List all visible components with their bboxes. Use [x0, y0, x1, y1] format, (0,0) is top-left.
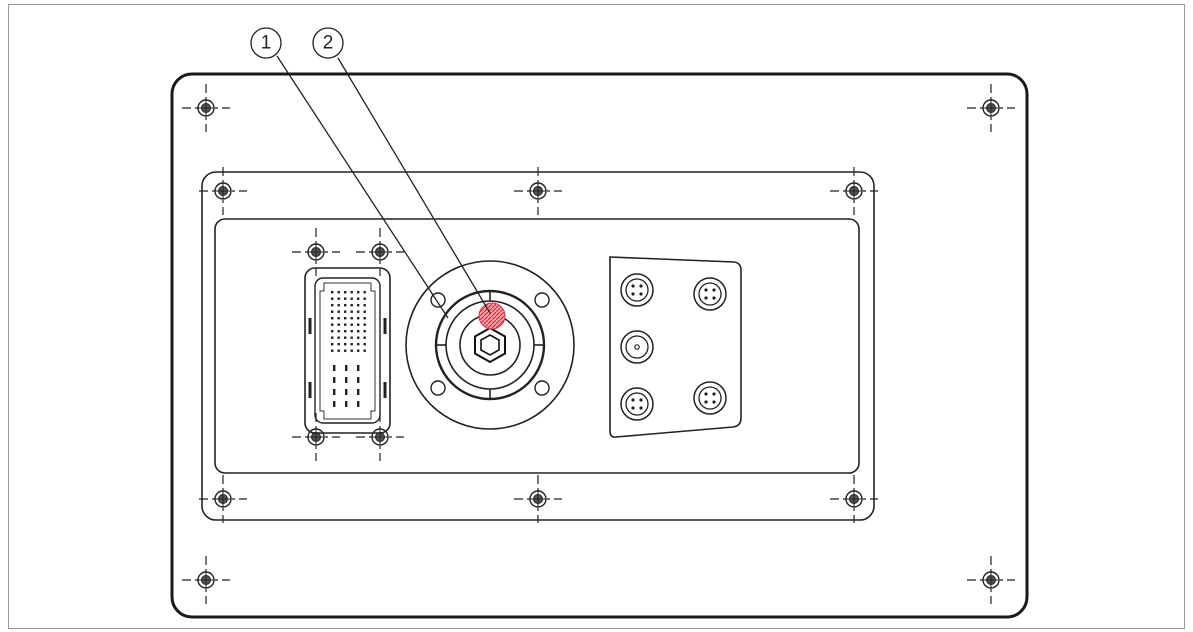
callout-2-leader	[337, 57, 491, 314]
screw-crosshair-icon	[967, 84, 1015, 132]
multi-pin-connector-icon	[304, 267, 391, 434]
screw-crosshair-icon	[199, 475, 247, 523]
screw-crosshair-icon	[182, 556, 230, 604]
screw-crosshair-icon	[830, 167, 878, 215]
inner-panel	[214, 218, 860, 474]
screw-crosshair-icon	[830, 475, 878, 523]
callout-1-label: 1	[261, 33, 272, 54]
screw-crosshair-icon	[199, 167, 247, 215]
screw-crosshair-icon	[182, 84, 230, 132]
small-round-connector-icon	[620, 387, 654, 421]
callout-1-leader	[276, 55, 449, 319]
housing-outline	[170, 72, 1029, 619]
housing-screws	[182, 84, 1015, 604]
round-connector-icon	[405, 260, 575, 430]
screw-crosshair-icon	[356, 413, 404, 461]
screw-crosshair-icon	[356, 228, 404, 276]
small-round-connector-icon	[620, 330, 654, 364]
small-round-connector-icon	[620, 273, 654, 307]
screw-crosshair-icon	[514, 475, 562, 523]
small-round-connector-icon	[693, 381, 727, 415]
image-frame	[8, 4, 1185, 629]
callout-2: 2	[312, 27, 344, 59]
screw-crosshair-icon	[967, 556, 1015, 604]
screw-crosshair-icon	[292, 413, 340, 461]
callout-2-label: 2	[323, 33, 334, 54]
screw-crosshair-icon	[514, 167, 562, 215]
callout-1: 1	[250, 27, 282, 59]
small-round-connector-icon	[693, 277, 727, 311]
highlight-marker	[478, 302, 506, 330]
small-connector-plate	[609, 256, 742, 438]
connector-pin-grid	[331, 291, 366, 407]
mounting-plate	[201, 171, 875, 521]
